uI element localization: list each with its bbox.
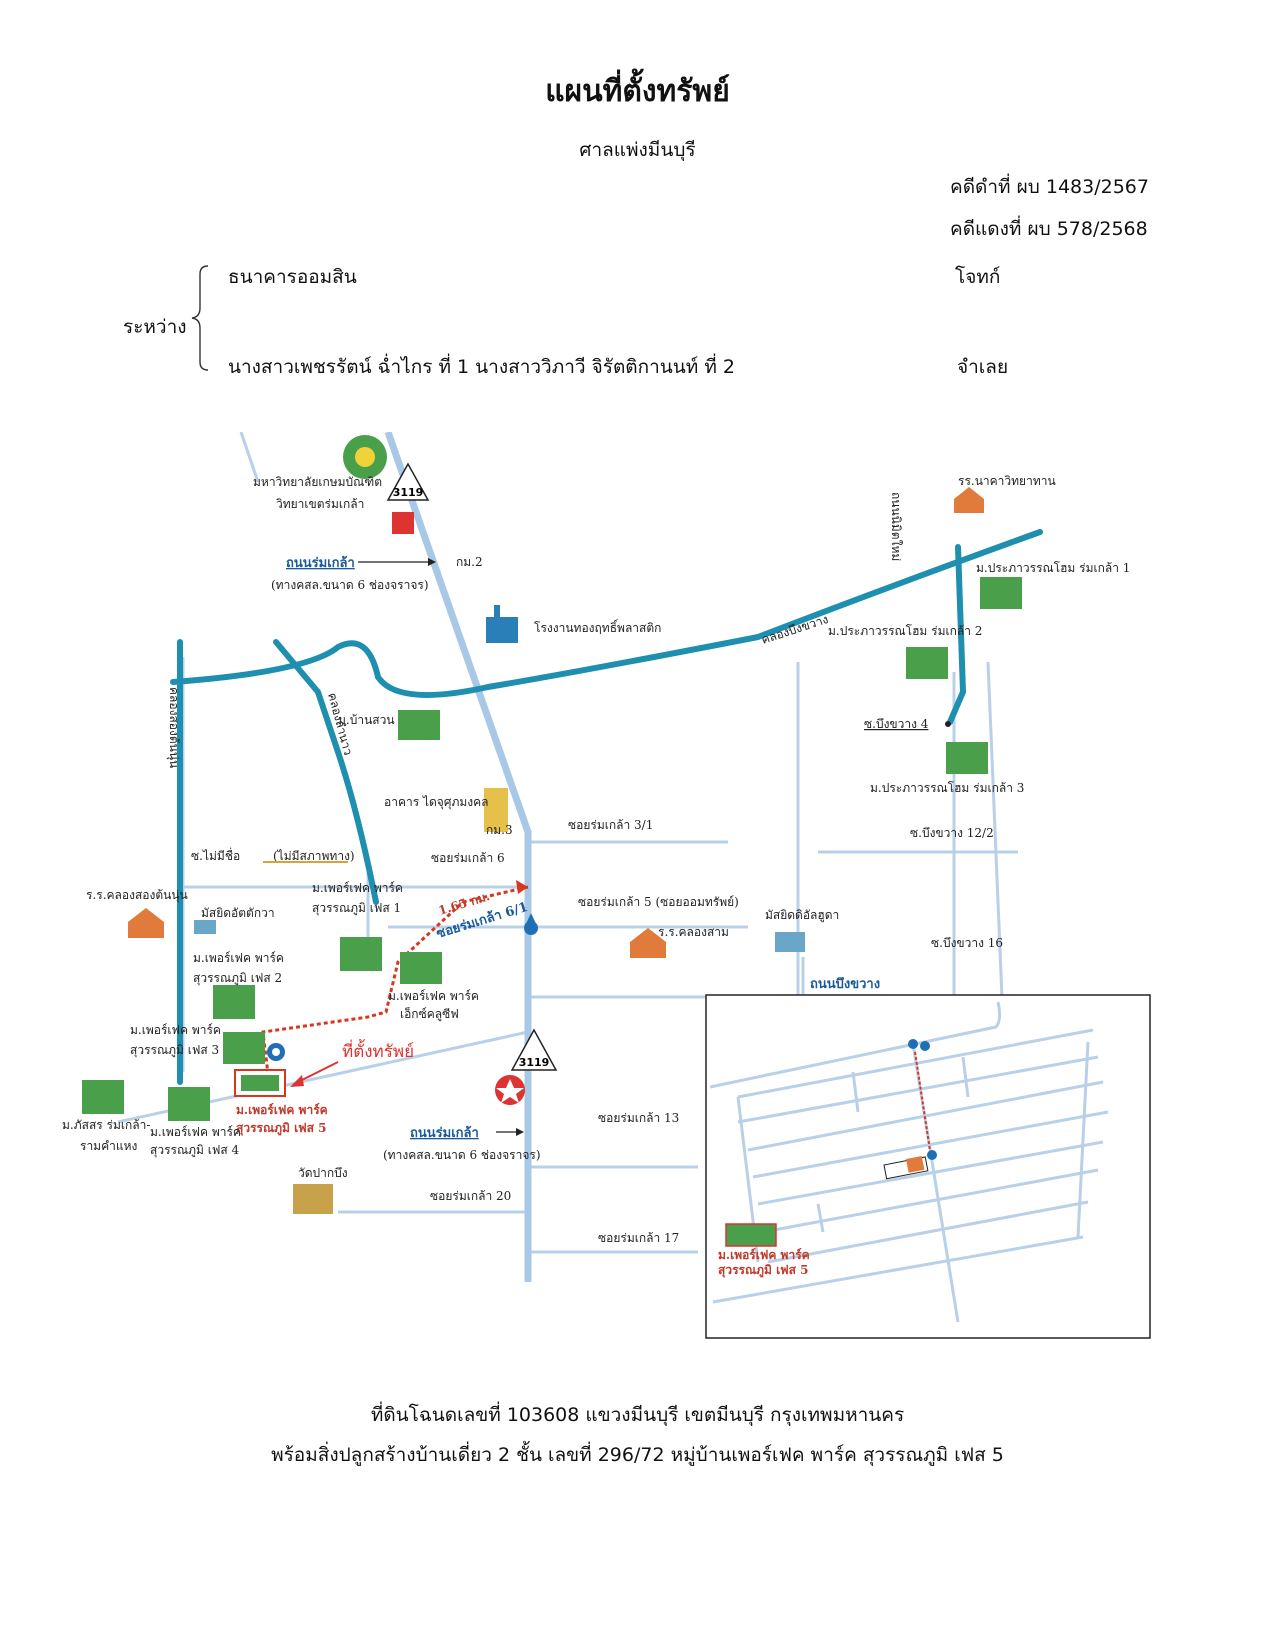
building-sign-icon (392, 512, 414, 534)
defendant-role: จำเลย (957, 356, 1009, 378)
plaintiff-name: ธนาคารออมสิน (228, 266, 357, 288)
perfect-phase3-label-2: สุวรรณภูมิ เฟส 3 (130, 1043, 219, 1058)
footer-line-2: พร้อมสิ่งปลูกสร้างบ้านเดี่ยว 2 ชั้น เลขท… (271, 1444, 1004, 1466)
road-romklao-top-sub: (ทางคสล.ขนาด 6 ช่องจราจร) (271, 578, 429, 592)
soi-13-label: ซอยร่มเกล้า 13 (598, 1111, 679, 1125)
canals (170, 529, 1043, 1085)
perfect-phase2-label-1: ม.เพอร์เฟค พาร์ค (193, 951, 284, 965)
km3-label: กม.3 (486, 823, 513, 837)
road-bueng-khwang-label: ถนนบึงขวาง (810, 976, 880, 992)
no-access-label: (ไม่มีสภาพทาง) (273, 849, 355, 863)
school-song-ton-nun-label: ร.ร.คลองสองต้นนุ่น (86, 888, 188, 903)
perfect-phase1-label-2: สุวรรณภูมิ เฟส 1 (312, 901, 401, 916)
phatson-label-2: รามคำแหง (80, 1139, 137, 1153)
route-arrow-head (516, 880, 528, 894)
prapaporn2-label: ม.ประภาวรรณโฮม ร่มเกล้า 2 (828, 624, 982, 638)
local-roads (117, 432, 1018, 1254)
defendant-name: นางสาวเพชรรัตน์ ฉ่ำไกร ที่ 1 นางสาววิภาว… (228, 356, 735, 378)
perfect-phase2-label-2: สุวรรณภูมิ เฟส 2 (193, 971, 282, 986)
perfect-exclusive-label-1: ม.เพอร์เฟค พาร์ค (388, 989, 479, 1003)
soi-dot-icon (945, 721, 951, 727)
road-romklao-bottom-sub: (ทางคสล.ขนาด 6 ช่องจราจร) (383, 1148, 541, 1162)
court-name: ศาลแพ่งมีนบุรี (579, 139, 696, 161)
property-pin-icon (267, 1043, 285, 1061)
factory-icon (486, 605, 518, 643)
road-romklao-top-label: ถนนร่มเกล้า (286, 555, 355, 571)
perfect-phase5-label-1: ม.เพอร์เฟค พาร์ค (236, 1103, 328, 1117)
perfect-exclusive-label-2: เอ็กซ์คลูซีฟ (400, 1006, 459, 1022)
school-khlong-sam-icon (630, 928, 666, 958)
university-label-1: มหาวิทยาลัยเกษมบัณฑิต (253, 475, 382, 489)
road-nimit-mai-label: ถนนนิมิตใหม่ (889, 492, 903, 561)
canal-bueng-khwang-label: คลองบึงขวาง (760, 612, 830, 647)
main-road-3119 (384, 432, 532, 1282)
between-label: ระหว่าง (123, 316, 187, 338)
mosque-darul-label: มัสยิดดิอัลฮูดา (765, 908, 839, 923)
university-logo-icon (343, 435, 387, 479)
property-marker-label: ที่ตั้งทรัพย์ (342, 1039, 414, 1062)
mosque-ottaqwa-icon (194, 920, 216, 934)
inset-property-fill (905, 1155, 925, 1173)
school-khlong-sam-label: ร.ร.คลองสาม (658, 925, 729, 939)
soi-no-name-label: ซ.ไม่มีชื่อ (191, 847, 240, 863)
factory-label: โรงงานทองฤทธิ์พลาสติก (534, 619, 661, 635)
party-bracket (191, 265, 209, 371)
perfect-phase3-label-1: ม.เพอร์เฟค พาร์ค (130, 1023, 221, 1037)
inset-phase5-label-2: สุวรรณภูมิ เฟส 5 (718, 1263, 809, 1278)
inset-phase5-label-1: ม.เพอร์เฟค พาร์ค (718, 1248, 810, 1262)
temple-icon (293, 1184, 333, 1214)
property-pointer-arrow (290, 1061, 339, 1087)
soi-17-label: ซอยร่มเกล้า 17 (598, 1231, 679, 1245)
soi-bueng-khwang16-label: ซ.บึงขวาง 16 (931, 936, 1003, 950)
plaintiff-role: โจทก์ (955, 266, 1001, 288)
soi-3-1-label: ซอยร่มเกล้า 3/1 (568, 818, 653, 832)
mosque-darul-icon (775, 932, 805, 952)
school-song-ton-nun-icon (128, 908, 164, 938)
perfect-phase4-label-2: สุวรรณภูมิ เฟส 4 (150, 1143, 239, 1158)
school-nakha-icon (954, 487, 984, 513)
wat-label: วัดปากบึง (298, 1166, 348, 1180)
location-map: 3119 3119 มหาวิทยาลัยเกษมบัณฑิต วิทยาเขต… (62, 432, 1151, 1339)
condo-icon (484, 788, 508, 832)
route-sign-bottom: 3119 (510, 1028, 558, 1071)
inset-map: ม.เพอร์เฟค พาร์ค สุวรรณภูมิ เฟส 5 (705, 994, 1151, 1339)
gas-station-icon (495, 1075, 525, 1105)
soi-5-label: ซอยร่มเกล้า 5 (ซอยออมทรัพย์) (578, 895, 739, 909)
red-case-number: คดีแดงที่ ผบ 578/2568 (950, 218, 1148, 240)
property-house-icon (241, 1075, 279, 1091)
km2-label: กม.2 (456, 555, 483, 569)
prapaporn3-label: ม.ประภาวรรณโฮม ร่มเกล้า 3 (870, 781, 1024, 795)
phatson-label-1: ม.ภัสสร ร่มเกล้า- (62, 1118, 150, 1132)
route-sign-top-number: 3119 (393, 486, 424, 499)
perfect-phase5-label-2: สุวรรณภูมิ เฟส 5 (236, 1121, 327, 1136)
university-label-2: วิทยาเขตร่มเกล้า (276, 497, 365, 511)
pin-icon (524, 913, 538, 935)
route-sign-top: 3119 (386, 462, 430, 501)
village-icons (82, 577, 1022, 1121)
page-title: แผนที่ตั้งทรัพย์ (545, 74, 730, 109)
mosque-ottaqwa-label: มัสยิดอัตตักวา (201, 906, 275, 920)
prapaporn1-label: ม.ประภาวรรณโฮม ร่มเกล้า 1 (976, 561, 1130, 575)
soi-bueng-khwang12-2-label: ซ.บึงขวาง 12/2 (910, 826, 994, 840)
soi-6-label: ซอยร่มเกล้า 6 (431, 851, 505, 865)
condo-label: อาคาร ไดจุศุภมงคล (384, 795, 489, 810)
soi-bueng-khwang4-label: ซ.บึงขวาง 4 (864, 717, 929, 731)
soi-20-label: ซอยร่มเกล้า 20 (430, 1189, 511, 1203)
perfect-phase4-label-1: ม.เพอร์เฟค พาร์ค (150, 1125, 241, 1139)
footer-line-1: ที่ดินโฉนดเลขที่ 103608 แขวงมีนบุรี เขตม… (370, 1404, 905, 1426)
road-romklao-bottom-label: ถนนร่มเกล้า (410, 1125, 479, 1141)
inset-village-icon (725, 1223, 777, 1247)
black-case-number: คดีดำที่ ผบ 1483/2567 (950, 176, 1149, 198)
route-sign-bottom-number: 3119 (519, 1056, 550, 1069)
ban-suan-label: ม.บ้านสวน (338, 713, 395, 727)
perfect-phase1-label-1: ม.เพอร์เฟค พาร์ค (312, 881, 403, 895)
school-nakha-label: รร.นาคาวิทยาทาน (958, 474, 1056, 488)
canal-song-ton-nun-label: คลองสองต้นนุ่น (166, 687, 181, 768)
